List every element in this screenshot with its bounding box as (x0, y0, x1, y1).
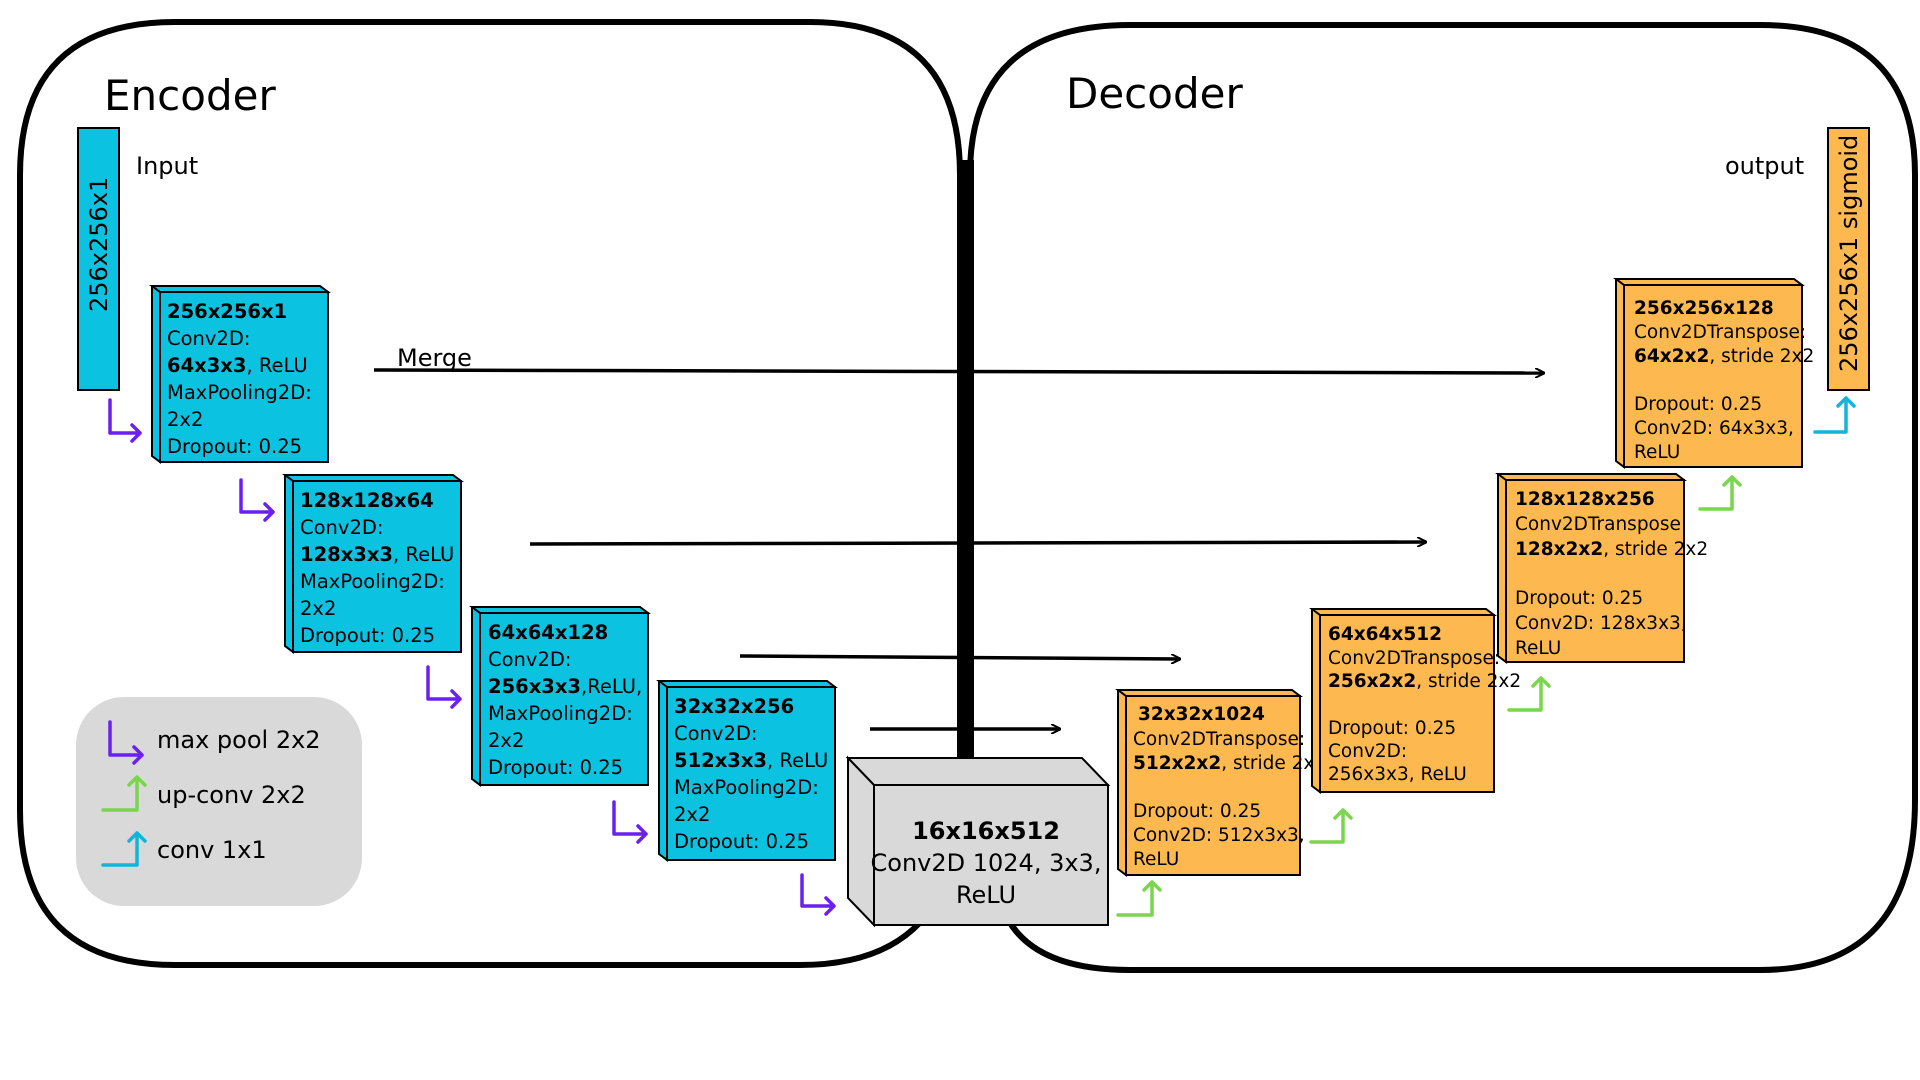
decoder-block-1-l2: 512x2x2, stride 2x2, (1133, 753, 1332, 774)
legend-background (76, 697, 362, 906)
legend-upconv-label: up-conv 2x2 (157, 781, 306, 809)
encoder-block-1-l3: MaxPooling2D: (167, 381, 312, 404)
decoder-block-3-l5: ReLU (1515, 638, 1561, 659)
legend-upconv-icon (101, 775, 147, 812)
encoder-title: Encoder (104, 71, 276, 120)
decoder-block-3-l4: Conv2D: 128x3x3, (1515, 613, 1687, 634)
encoder-block-3-l1: Conv2D: (488, 648, 571, 671)
decoder-block-1: 32x32x1024 Conv2DTranspose: 512x2x2, str… (1115, 689, 1332, 877)
encoder-block-2-l1: Conv2D: (300, 516, 383, 539)
bottleneck-line1: Conv2D 1024, 3x3, (871, 849, 1102, 877)
encoder-block-1-shape: 256x256x1 (167, 300, 287, 323)
decoder-title: Decoder (1066, 69, 1243, 118)
encoder-block-3-l3: MaxPooling2D: (488, 702, 633, 725)
merge-label: Merge (397, 344, 472, 372)
encoder-block-1-l2: 64x3x3, ReLU (167, 354, 308, 377)
skip-connection-3 (739, 656, 1180, 659)
encoder-block-3-l4: 2x2 (488, 729, 524, 752)
decoder-block-3: 128x128x256 Conv2DTranspose: 128x2x2, st… (1495, 473, 1708, 664)
encoder-block-2-l3: MaxPooling2D: (300, 570, 445, 593)
legend-maxpool-icon (108, 720, 144, 765)
encoder-block-3: 64x64x128 Conv2D: 256x3x3,ReLU, MaxPooli… (469, 606, 651, 787)
upconv-arrow-2 (1309, 808, 1353, 844)
upconv-arrow-1 (1116, 880, 1162, 917)
decoder-block-4-l2: 64x2x2, stride 2x2 (1634, 346, 1814, 367)
decoder-panel (967, 22, 1918, 973)
encoder-block-4-shape: 32x32x256 (674, 695, 794, 718)
decoder-block-2-l1: Conv2DTranspose: (1328, 648, 1500, 669)
decoder-block-1-shape: 32x32x1024 (1138, 704, 1265, 725)
decoder-block-2-l3: Dropout: 0.25 (1328, 718, 1456, 739)
encoder-block-1-l5: Dropout: 0.25 (167, 435, 302, 458)
encoder-block-2-shape: 128x128x64 (300, 489, 434, 512)
output-label: output (1725, 152, 1804, 180)
decoder-block-1-l4: Conv2D: 512x3x3, (1133, 825, 1305, 846)
legend-conv-label: conv 1x1 (157, 836, 267, 864)
encoder-block-2-l4: 2x2 (300, 597, 336, 620)
input-layer-bar (77, 127, 120, 391)
encoder-block-2-l2: 128x3x3, ReLU (300, 543, 454, 566)
maxpool-arrows (108, 398, 836, 916)
bottleneck-shape: 16x16x512 (912, 817, 1060, 845)
skip-connection-1 (373, 370, 1544, 373)
encoder-block-4-l1: Conv2D: (674, 722, 757, 745)
encoder-block-3-shape: 64x64x128 (488, 621, 608, 644)
encoder-block-4-l2: 512x3x3, ReLU (674, 749, 828, 772)
center-divider (959, 160, 974, 760)
decoder-block-1-l1: Conv2DTranspose: (1133, 729, 1305, 750)
decoder-block-3-shape: 128x128x256 (1515, 489, 1655, 510)
input-shape-label: 256x256x1 (85, 177, 113, 312)
encoder-block-1-l4: 2x2 (167, 408, 203, 431)
output-layer-bar (1827, 127, 1870, 391)
decoder-block-4-l1: Conv2DTranspose: (1634, 322, 1806, 343)
decoder-block-2-l2: 256x2x2, stride 2x2 (1328, 671, 1521, 692)
encoder-block-2-l5: Dropout: 0.25 (300, 624, 435, 647)
maxpool-arrow-2 (239, 478, 275, 522)
conv1x1-arrow (1813, 396, 1856, 434)
maxpool-arrow-3 (426, 665, 462, 709)
upconv-arrow-3 (1507, 676, 1551, 712)
decoder-block-3-l2: 128x2x2, stride 2x2 (1515, 539, 1708, 560)
maxpool-arrow-5 (800, 873, 836, 916)
encoder-block-3-l5: Dropout: 0.25 (488, 756, 623, 779)
legend-conv-icon (101, 831, 147, 867)
encoder-block-4: 32x32x256 Conv2D: 512x3x3, ReLU MaxPooli… (656, 680, 838, 862)
encoder-block-4-l5: Dropout: 0.25 (674, 830, 809, 853)
input-label: Input (136, 152, 198, 180)
encoder-block-4-l3: MaxPooling2D: (674, 776, 819, 799)
maxpool-arrow-4 (612, 800, 648, 844)
upconv-arrow-4 (1698, 475, 1742, 511)
decoder-block-3-l1: Conv2DTranspose: (1515, 514, 1687, 535)
decoder-block-1-l3: Dropout: 0.25 (1133, 801, 1261, 822)
encoder-block-4-l4: 2x2 (674, 803, 710, 826)
decoder-block-4-l5: ReLU (1634, 442, 1680, 463)
upconv-arrows (1116, 475, 1742, 917)
decoder-block-2-shape: 64x64x512 (1328, 624, 1442, 645)
decoder-block-4: 256x256x128 Conv2DTranspose: 64x2x2, str… (1613, 278, 1814, 469)
decoder-block-2-l5: 256x3x3, ReLU (1328, 764, 1467, 785)
decoder-block-2: 64x64x512 Conv2DTranspose: 256x2x2, stri… (1309, 608, 1521, 794)
bottleneck-block: 16x16x512 Conv2D 1024, 3x3, ReLU (845, 755, 1111, 928)
legend: max pool 2x2 up-conv 2x2 conv 1x1 (76, 697, 362, 906)
output-shape-label: 256x256x1 sigmoid (1835, 135, 1863, 372)
encoder-block-2: 128x128x64 Conv2D: 128x3x3, ReLU MaxPool… (282, 474, 464, 654)
decoder-block-1-l5: ReLU (1133, 849, 1179, 870)
skip-connection-2 (529, 542, 1426, 544)
decoder-block-3-l3: Dropout: 0.25 (1515, 588, 1643, 609)
encoder-block-3-l2: 256x3x3,ReLU, (488, 675, 642, 698)
bottleneck-line2: ReLU (956, 881, 1016, 909)
legend-maxpool-label: max pool 2x2 (157, 726, 321, 754)
decoder-block-4-l4: Conv2D: 64x3x3, (1634, 418, 1794, 439)
maxpool-arrow-1 (108, 398, 142, 443)
encoder-block-1-l1: Conv2D: (167, 327, 250, 350)
decoder-block-4-shape: 256x256x128 (1634, 298, 1774, 319)
encoder-block-1: 256x256x1 Conv2D: 64x3x3, ReLU MaxPoolin… (149, 285, 331, 464)
decoder-block-4-l3: Dropout: 0.25 (1634, 394, 1762, 415)
decoder-block-2-l4: Conv2D: (1328, 741, 1407, 762)
